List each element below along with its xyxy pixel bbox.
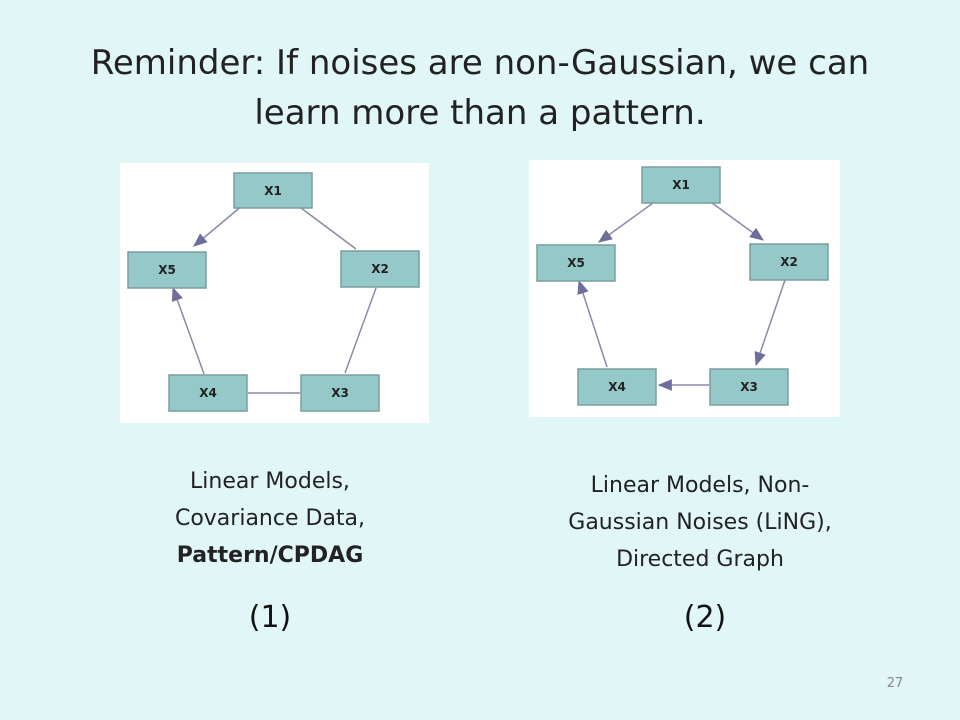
node-x3: X3 xyxy=(300,374,380,412)
node-x2: X2 xyxy=(749,243,829,281)
node-x1-label: X1 xyxy=(264,184,282,198)
caption-1-line-1: Linear Models, xyxy=(190,469,350,494)
graph-2-svg: X1 X5 X2 X4 X3 xyxy=(536,166,829,406)
caption-2-line-3: Directed Graph xyxy=(616,547,784,572)
edge-x1-x2 xyxy=(711,202,764,241)
edge-x1-x5 xyxy=(598,202,654,243)
page-number: 27 xyxy=(886,676,904,691)
caption-1-line-2: Covariance Data, xyxy=(174,506,366,531)
slide-title-line-1: Reminder: If noises are non-Gaussian, we… xyxy=(90,43,870,83)
edge-x4-x5 xyxy=(171,286,205,375)
node-x1: X1 xyxy=(233,172,313,209)
figure-number-2: (2) xyxy=(683,600,727,635)
node-x4-label: X4 xyxy=(199,386,217,400)
node-x5-label: X5 xyxy=(158,263,176,277)
graph-ling-directed: X1 X5 X2 X4 X3 xyxy=(529,160,840,417)
graph-1-svg: X1 X5 X2 X4 X3 xyxy=(127,172,420,412)
edge-x2-x3 xyxy=(344,287,377,374)
node-x4: X4 xyxy=(577,368,657,406)
edge-x4-x5 xyxy=(577,279,608,368)
caption-2-line-1: Linear Models, Non- xyxy=(590,473,810,498)
caption-graph-2: Linear Models, Non- Gaussian Noises (LiN… xyxy=(510,467,890,578)
figure-number-1: (1) xyxy=(248,600,292,635)
node-x5: X5 xyxy=(536,244,616,282)
edge-x1-x5 xyxy=(193,204,244,247)
slide-title: Reminder: If noises are non-Gaussian, we… xyxy=(0,38,960,138)
node-x5: X5 xyxy=(127,251,207,289)
caption-graph-1: Linear Models, Covariance Data, Pattern/… xyxy=(120,463,420,574)
node-x3-label: X3 xyxy=(740,380,758,394)
node-x2-label: X2 xyxy=(371,262,389,276)
edge-x2-x3 xyxy=(754,279,786,367)
graph-pattern-cpdag: X1 X5 X2 X4 X3 xyxy=(120,163,429,423)
node-x5-label: X5 xyxy=(567,256,585,270)
node-x4-label: X4 xyxy=(608,380,626,394)
node-x1: X1 xyxy=(641,166,721,204)
node-x2-label: X2 xyxy=(780,255,798,269)
node-x4: X4 xyxy=(168,374,248,412)
caption-1-line-3: Pattern/CPDAG xyxy=(176,543,364,568)
node-x1-label: X1 xyxy=(672,178,690,192)
slide-title-line-2: learn more than a pattern. xyxy=(254,93,706,133)
caption-2-line-2: Gaussian Noises (LiNG), xyxy=(568,510,832,535)
node-x3-label: X3 xyxy=(331,386,349,400)
node-x3: X3 xyxy=(709,368,789,406)
node-x2: X2 xyxy=(340,250,420,288)
edge-x1-x2 xyxy=(300,207,357,250)
